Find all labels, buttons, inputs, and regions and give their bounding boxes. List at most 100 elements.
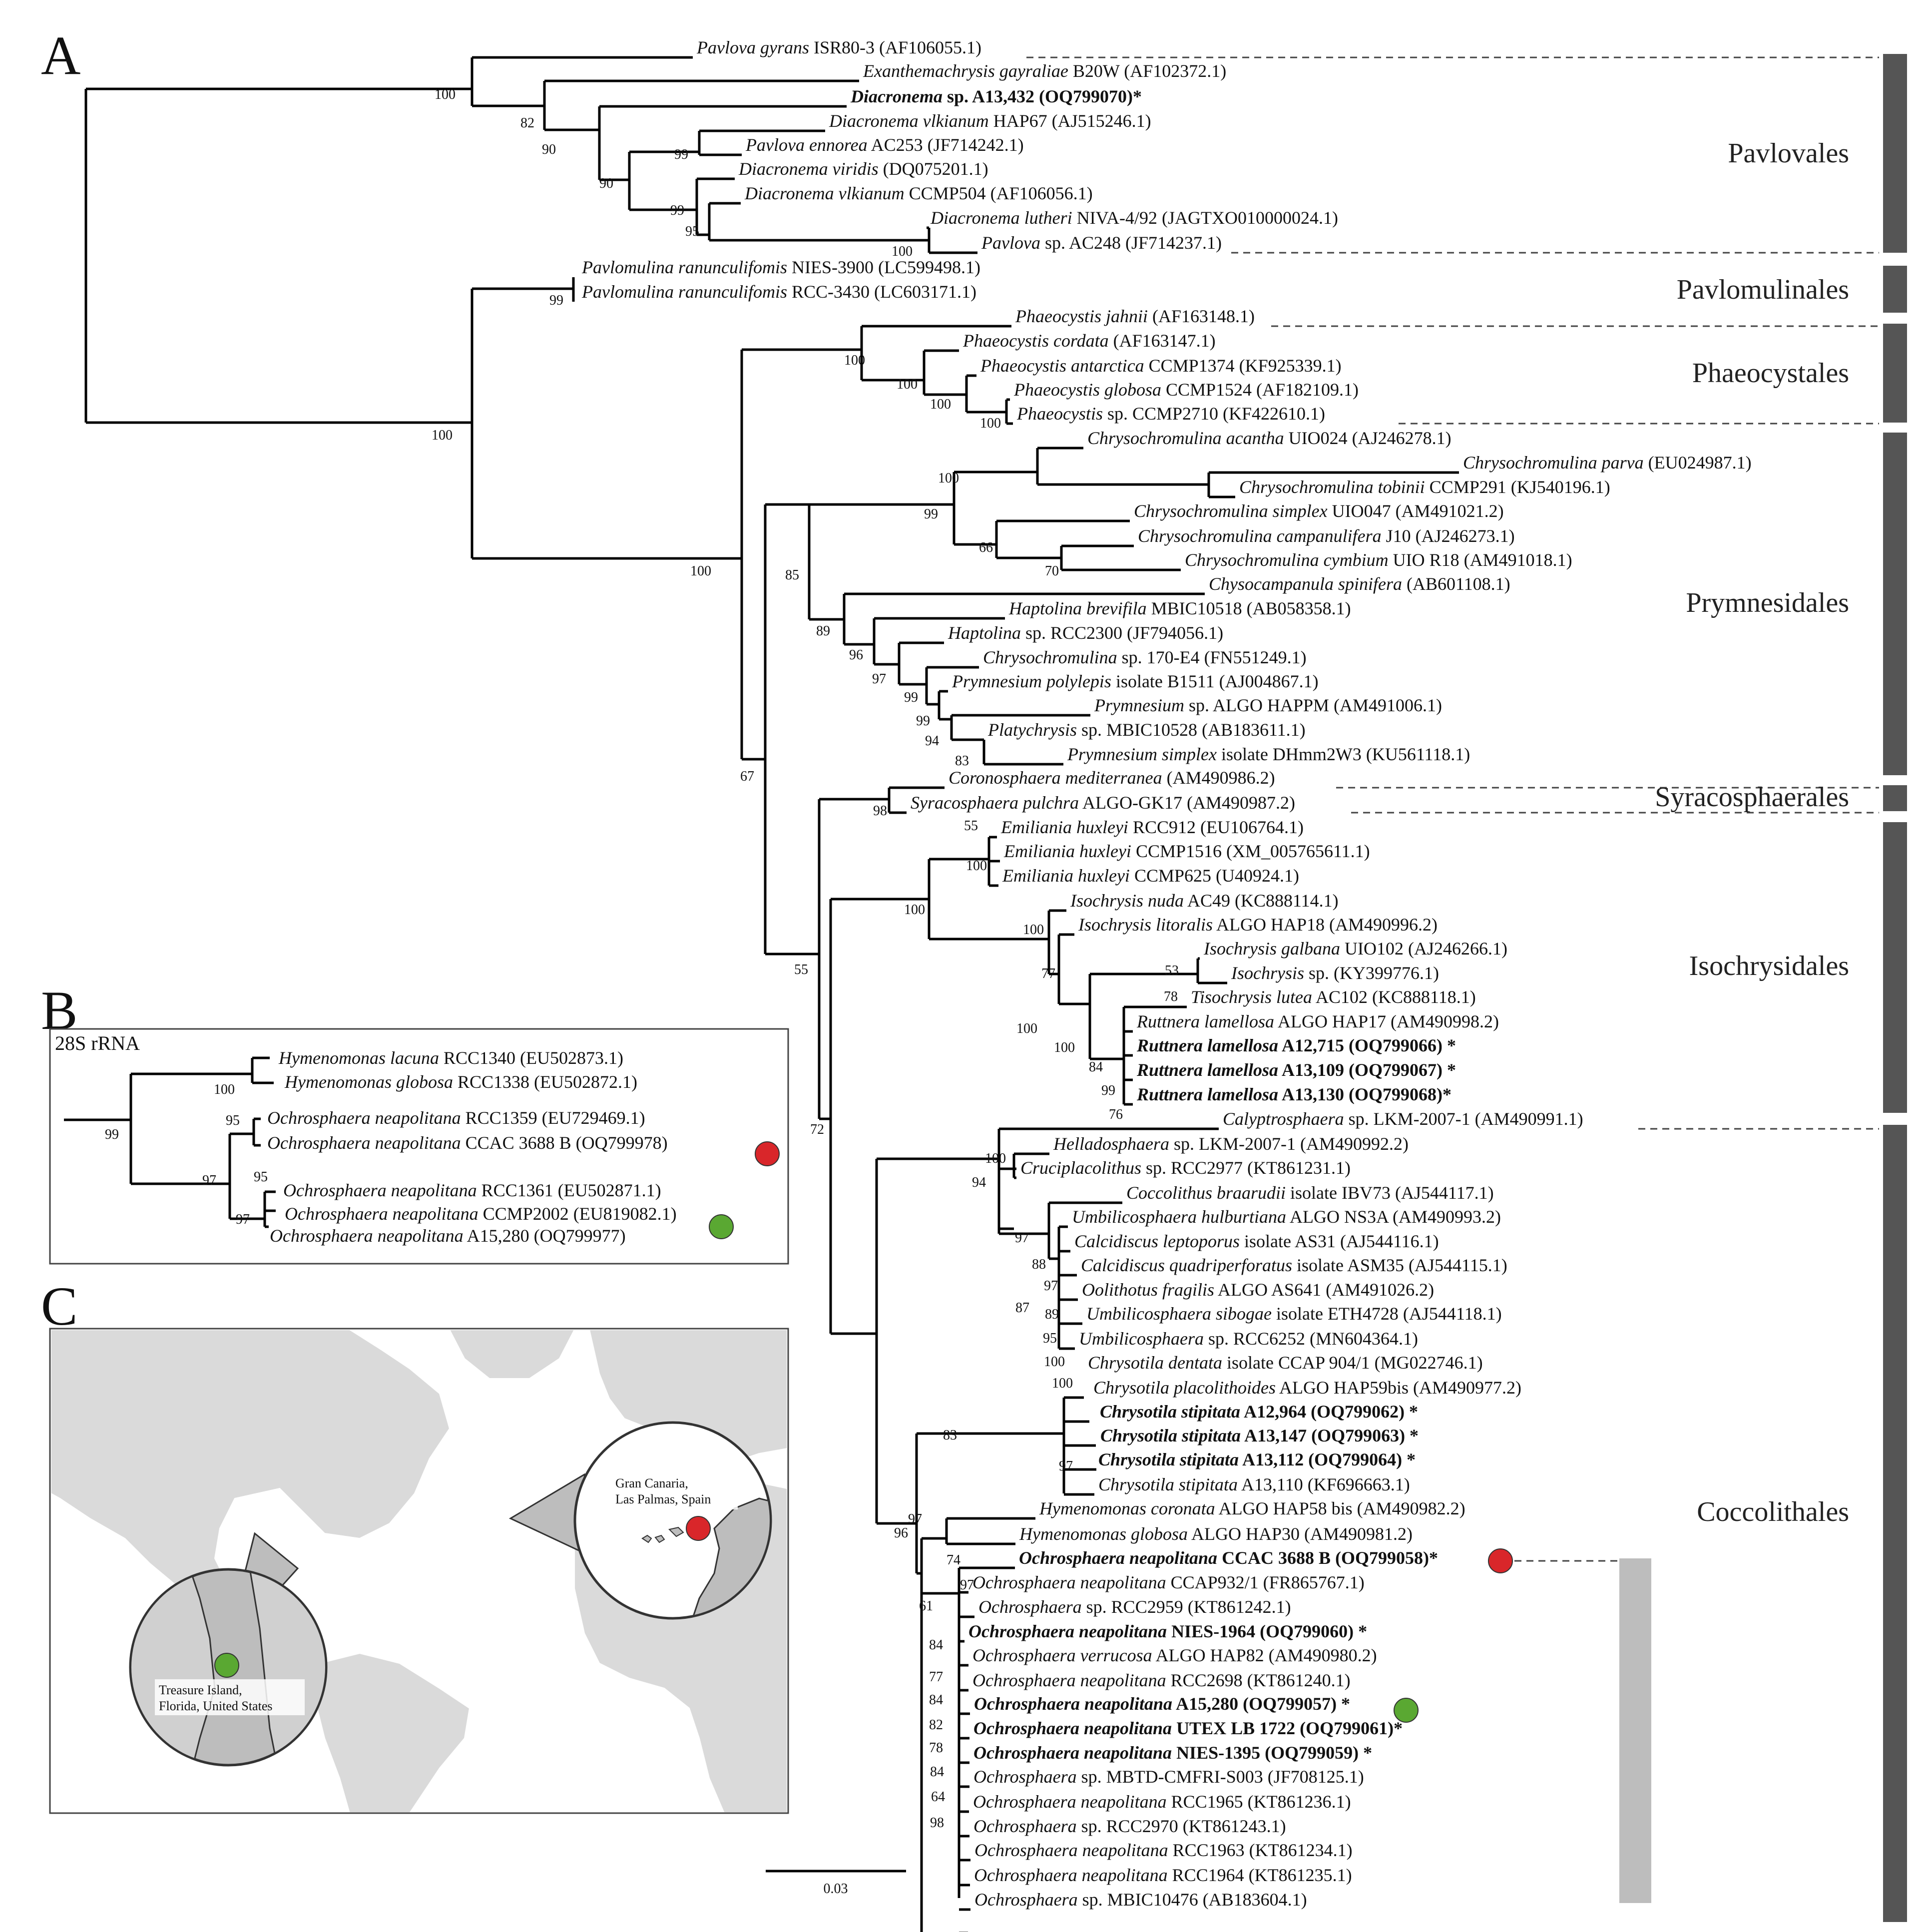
tip-label: Ochrosphaera neapolitana CCAC 3688 B (OQ… bbox=[1019, 1548, 1438, 1568]
marker-red-b bbox=[755, 1141, 780, 1166]
tip-genus: Chrysochromulina bbox=[983, 647, 1117, 667]
tip-strain: CCAP932/1 (FR865767.1) bbox=[1166, 1572, 1365, 1592]
marker-red-a bbox=[1488, 1548, 1513, 1573]
order-label-prymnesidales: Prymnesidales bbox=[1686, 587, 1849, 618]
tip-strain: RCC1964 (KT861235.1) bbox=[1168, 1865, 1352, 1885]
tip-label: Phaeocystis jahnii (AF163148.1) bbox=[1015, 306, 1255, 326]
tip-genus: Ochrosphaera neapolitana bbox=[968, 1621, 1167, 1641]
tip-label: Chrysochromulina simplex UIO047 (AM49102… bbox=[1134, 501, 1504, 521]
tip-strain: (DQ075201.1) bbox=[879, 159, 988, 179]
tip-genus: Coronosphaera mediterranea bbox=[949, 768, 1162, 788]
tip-strain: (AM490986.2) bbox=[1162, 768, 1275, 788]
support-value: 78 bbox=[1164, 989, 1178, 1004]
tip-strain: A12,715 (OQ799066) * bbox=[1278, 1035, 1456, 1055]
tip-genus: Ochrosphaera neapolitana bbox=[1019, 1548, 1217, 1568]
bar-pavlomulinales bbox=[1883, 266, 1907, 313]
tip-strain: ALGO AS641 (AM491026.2) bbox=[1214, 1280, 1434, 1300]
tip-strain: A13,147 (OQ799063) * bbox=[1241, 1426, 1419, 1446]
tip-genus: Ochrosphaera neapolitana bbox=[270, 1226, 464, 1246]
tip-genus: Diacronema viridis bbox=[738, 159, 879, 179]
tip-genus: Platychrysis bbox=[987, 720, 1077, 740]
tip-strain: RCC-3430 (LC603171.1) bbox=[787, 282, 976, 302]
tip-label: Pavlova ennorea AC253 (JF714242.1) bbox=[745, 135, 1024, 155]
support-value: 100 bbox=[1023, 922, 1044, 938]
support-value: 99 bbox=[916, 713, 930, 729]
panel-label-c: C bbox=[41, 1276, 77, 1337]
support-value: 100 bbox=[966, 858, 987, 874]
tip-label-b: Ochrosphaera neapolitana RCC1361 (EU5028… bbox=[283, 1180, 661, 1200]
tip-genus: Ochrosphaera bbox=[978, 1597, 1082, 1617]
tip-genus: Isochrysis bbox=[1231, 963, 1304, 983]
support-value: 97 bbox=[1015, 1230, 1029, 1246]
tip-genus: Haptolina brevifila bbox=[1008, 598, 1147, 618]
support-value: 99 bbox=[670, 203, 684, 218]
tip-label: Isochrysis litoralis ALGO HAP18 (AM49099… bbox=[1078, 915, 1438, 935]
support-value: 94 bbox=[925, 733, 939, 749]
support-value-b: 97 bbox=[202, 1173, 216, 1188]
tip-label: Chrysotila stipitata A12,964 (OQ799062) … bbox=[1100, 1402, 1418, 1422]
support-value: 98 bbox=[930, 1815, 944, 1831]
support-value: 88 bbox=[1032, 1257, 1046, 1272]
tip-strain: sp. RCC2977 (KT861231.1) bbox=[1141, 1158, 1351, 1178]
tip-label: Chrysochromulina acantha UIO024 (AJ24627… bbox=[1087, 428, 1451, 448]
tip-label-b: Ochrosphaera neapolitana CCMP2002 (EU819… bbox=[285, 1204, 677, 1224]
support-value-b: 100 bbox=[214, 1082, 235, 1097]
tip-genus: Calcidiscus leptoporus bbox=[1074, 1231, 1240, 1251]
tip-genus: Diacronema vlkianum bbox=[829, 111, 989, 131]
tip-label: Helladosphaera sp. LKM-2007-1 (AM490992.… bbox=[1053, 1134, 1409, 1154]
tip-genus: Ochrosphaera neapolitana bbox=[974, 1840, 1168, 1860]
tip-label: Ochrosphaera neapolitana RCC1964 (KT8612… bbox=[974, 1865, 1352, 1885]
tip-strain: CCMP291 (KJ540196.1) bbox=[1425, 477, 1610, 497]
loc1-line1: Gran Canaria, bbox=[615, 1476, 688, 1490]
tip-strain: CCMP2002 (EU819082.1) bbox=[479, 1204, 677, 1224]
tip-strain: CCMP1524 (AF182109.1) bbox=[1161, 380, 1359, 400]
tip-genus: Chrysochromulina cymbium bbox=[1185, 550, 1389, 570]
tip-label: Calcidiscus leptoporus isolate AS31 (AJ5… bbox=[1074, 1231, 1439, 1251]
tip-genus: Diacronema lutheri bbox=[930, 208, 1072, 228]
tip-strain: CCAC 3688 B (OQ799058)* bbox=[1217, 1548, 1438, 1568]
tip-genus: Hymenomonas globosa bbox=[1019, 1524, 1188, 1544]
panel-label-b: B bbox=[41, 980, 77, 1041]
support-value-b: 95 bbox=[226, 1113, 240, 1128]
tip-genus: Phaeocystis jahnii bbox=[1015, 306, 1148, 326]
tip-label: Chrysotila stipitata A13,112 (OQ799064) … bbox=[1098, 1449, 1416, 1469]
loc1-line2: Las Palmas, Spain bbox=[615, 1492, 711, 1506]
tip-genus: Pavlova ennorea bbox=[745, 135, 868, 155]
tip-strain: RCC1963 (KT861234.1) bbox=[1168, 1840, 1353, 1860]
tip-genus: Diacronema vlkianum bbox=[744, 183, 905, 203]
tip-genus: Pavlova bbox=[981, 233, 1040, 253]
support-value: 85 bbox=[785, 567, 799, 583]
tip-genus: Emiliania huxleyi bbox=[1002, 866, 1130, 886]
tip-label: Phaeocystis cordata (AF163147.1) bbox=[963, 331, 1216, 351]
panel-b-title: 28S rRNA bbox=[55, 1032, 140, 1054]
tip-label: Chrysochromulina campanulifera J10 (AJ24… bbox=[1138, 526, 1515, 546]
phylogenetic-tree-a bbox=[84, 56, 1879, 1932]
tip-strain: MBIC10518 (AB058358.1) bbox=[1147, 598, 1351, 618]
tip-strain: sp. (KY399776.1) bbox=[1304, 963, 1439, 983]
support-value-b: 95 bbox=[254, 1169, 268, 1185]
tip-genus: Prymnesium simplex bbox=[1067, 744, 1217, 764]
tip-label: Ochrosphaera sp. MBTD-CMFRI-S003 (JF7081… bbox=[973, 1767, 1364, 1787]
tip-strain: sp. LKM-2007-1 (AM490991.1) bbox=[1344, 1109, 1583, 1129]
tip-label: Chrysochromulina sp. 170-E4 (FN551249.1) bbox=[983, 647, 1307, 667]
tip-label: Tisochrysis lutea AC102 (KC888118.1) bbox=[1191, 987, 1476, 1007]
tip-strain: A13,110 (KF696663.1) bbox=[1238, 1474, 1410, 1494]
scale-label: 0.03 bbox=[824, 1881, 848, 1897]
support-value: 100 bbox=[897, 377, 918, 392]
tip-strain: CCMP504 (AF106056.1) bbox=[905, 183, 1093, 203]
support-value: 70 bbox=[1045, 563, 1059, 579]
support-value: 89 bbox=[816, 623, 830, 639]
tip-genus: Chrysochromulina acantha bbox=[1087, 428, 1284, 448]
support-value: 100 bbox=[938, 471, 959, 486]
tip-strain: sp. ALGO HAPPM (AM491006.1) bbox=[1184, 695, 1442, 715]
support-value: 55 bbox=[964, 818, 978, 834]
support-value: 100 bbox=[904, 902, 925, 918]
tip-strain: sp. RCC2959 (KT861242.1) bbox=[1082, 1597, 1291, 1617]
tip-strain: UTEX LB 1722 (OQ799061)* bbox=[1172, 1718, 1403, 1738]
support-value: 84 bbox=[929, 1637, 943, 1653]
tip-genus: Ochrosphaera bbox=[973, 1816, 1077, 1836]
tip-genus: Pavlomulina ranunculifomis bbox=[581, 257, 787, 277]
tip-label: Ruttnera lamellosa A12,715 (OQ799066) * bbox=[1136, 1035, 1456, 1055]
tip-label: Chrysochromulina cymbium UIO R18 (AM4910… bbox=[1185, 550, 1572, 570]
order-bars bbox=[1619, 54, 1907, 1922]
